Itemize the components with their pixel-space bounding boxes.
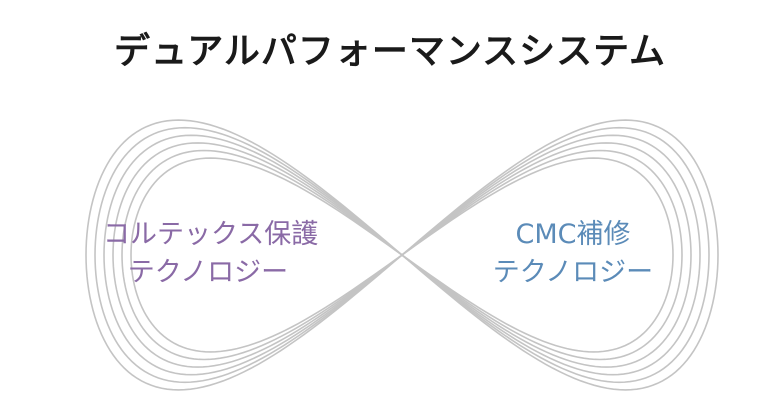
cmc-repair-label-line2: テクノロジー [492,257,654,288]
infinity-loop-strand [85,119,719,391]
cmc-repair-label: CMC補修 テクノロジー [488,216,658,292]
cortex-protection-label-line2: テクノロジー [127,257,289,288]
infinity-loop-strand [121,149,683,361]
cortex-protection-label: コルテックス保護 テクノロジー [103,216,319,292]
infinity-loop-strand [103,134,701,376]
cmc-repair-label-line1: CMC補修 [515,219,631,250]
page-title: デュアルパフォーマンスシステム [113,31,667,72]
cortex-protection-label-line1: コルテックス保護 [103,219,319,250]
infinity-loop-strand [112,142,692,368]
infinity-loop-strand [94,126,710,384]
infinity-loop-strand [130,157,674,353]
